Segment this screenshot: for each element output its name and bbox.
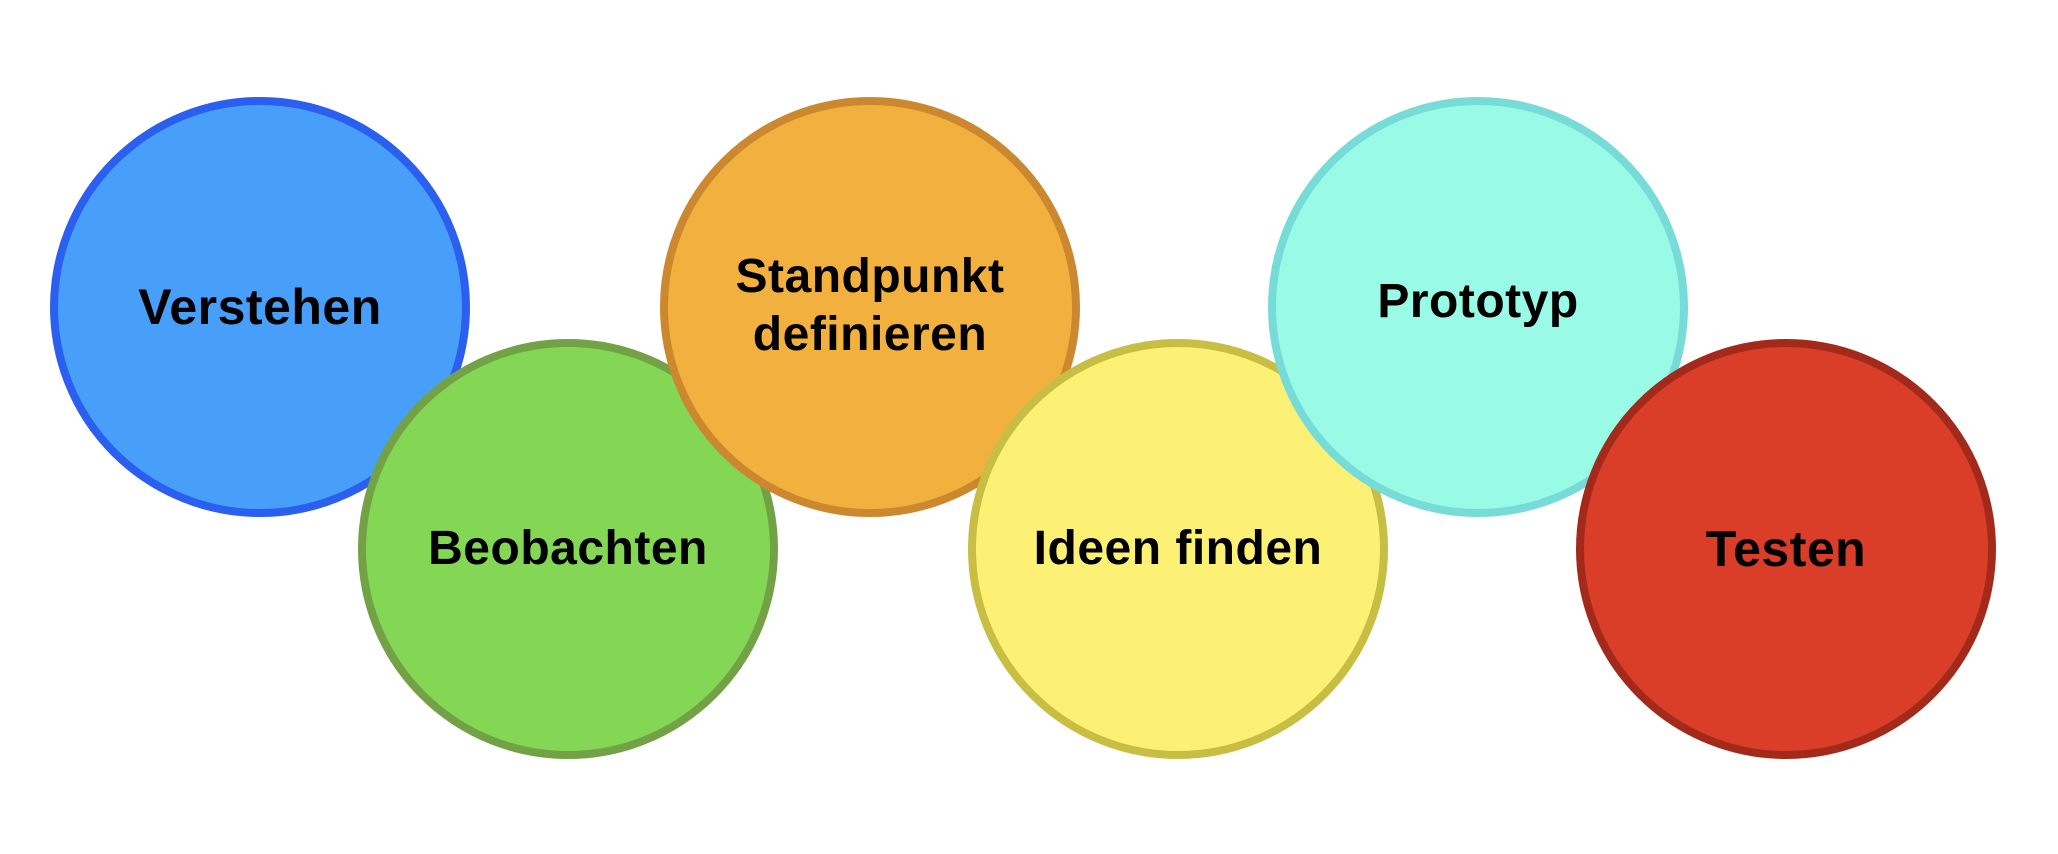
step-label-beobachten: Beobachten xyxy=(428,522,708,575)
step-label-ideen-finden: Ideen finden xyxy=(1033,522,1323,575)
step-label-prototyp: Prototyp xyxy=(1377,275,1579,328)
step-label-testen: Testen xyxy=(1705,521,1867,577)
step-label-standpunkt-definieren: Standpunkt definieren xyxy=(735,250,1005,361)
step-circle-testen: Testen xyxy=(1576,339,1996,759)
step-label-verstehen: Verstehen xyxy=(138,279,382,335)
step-circle-verstehen: Verstehen xyxy=(50,97,470,517)
step-circle-beobachten: Beobachten xyxy=(358,339,778,759)
